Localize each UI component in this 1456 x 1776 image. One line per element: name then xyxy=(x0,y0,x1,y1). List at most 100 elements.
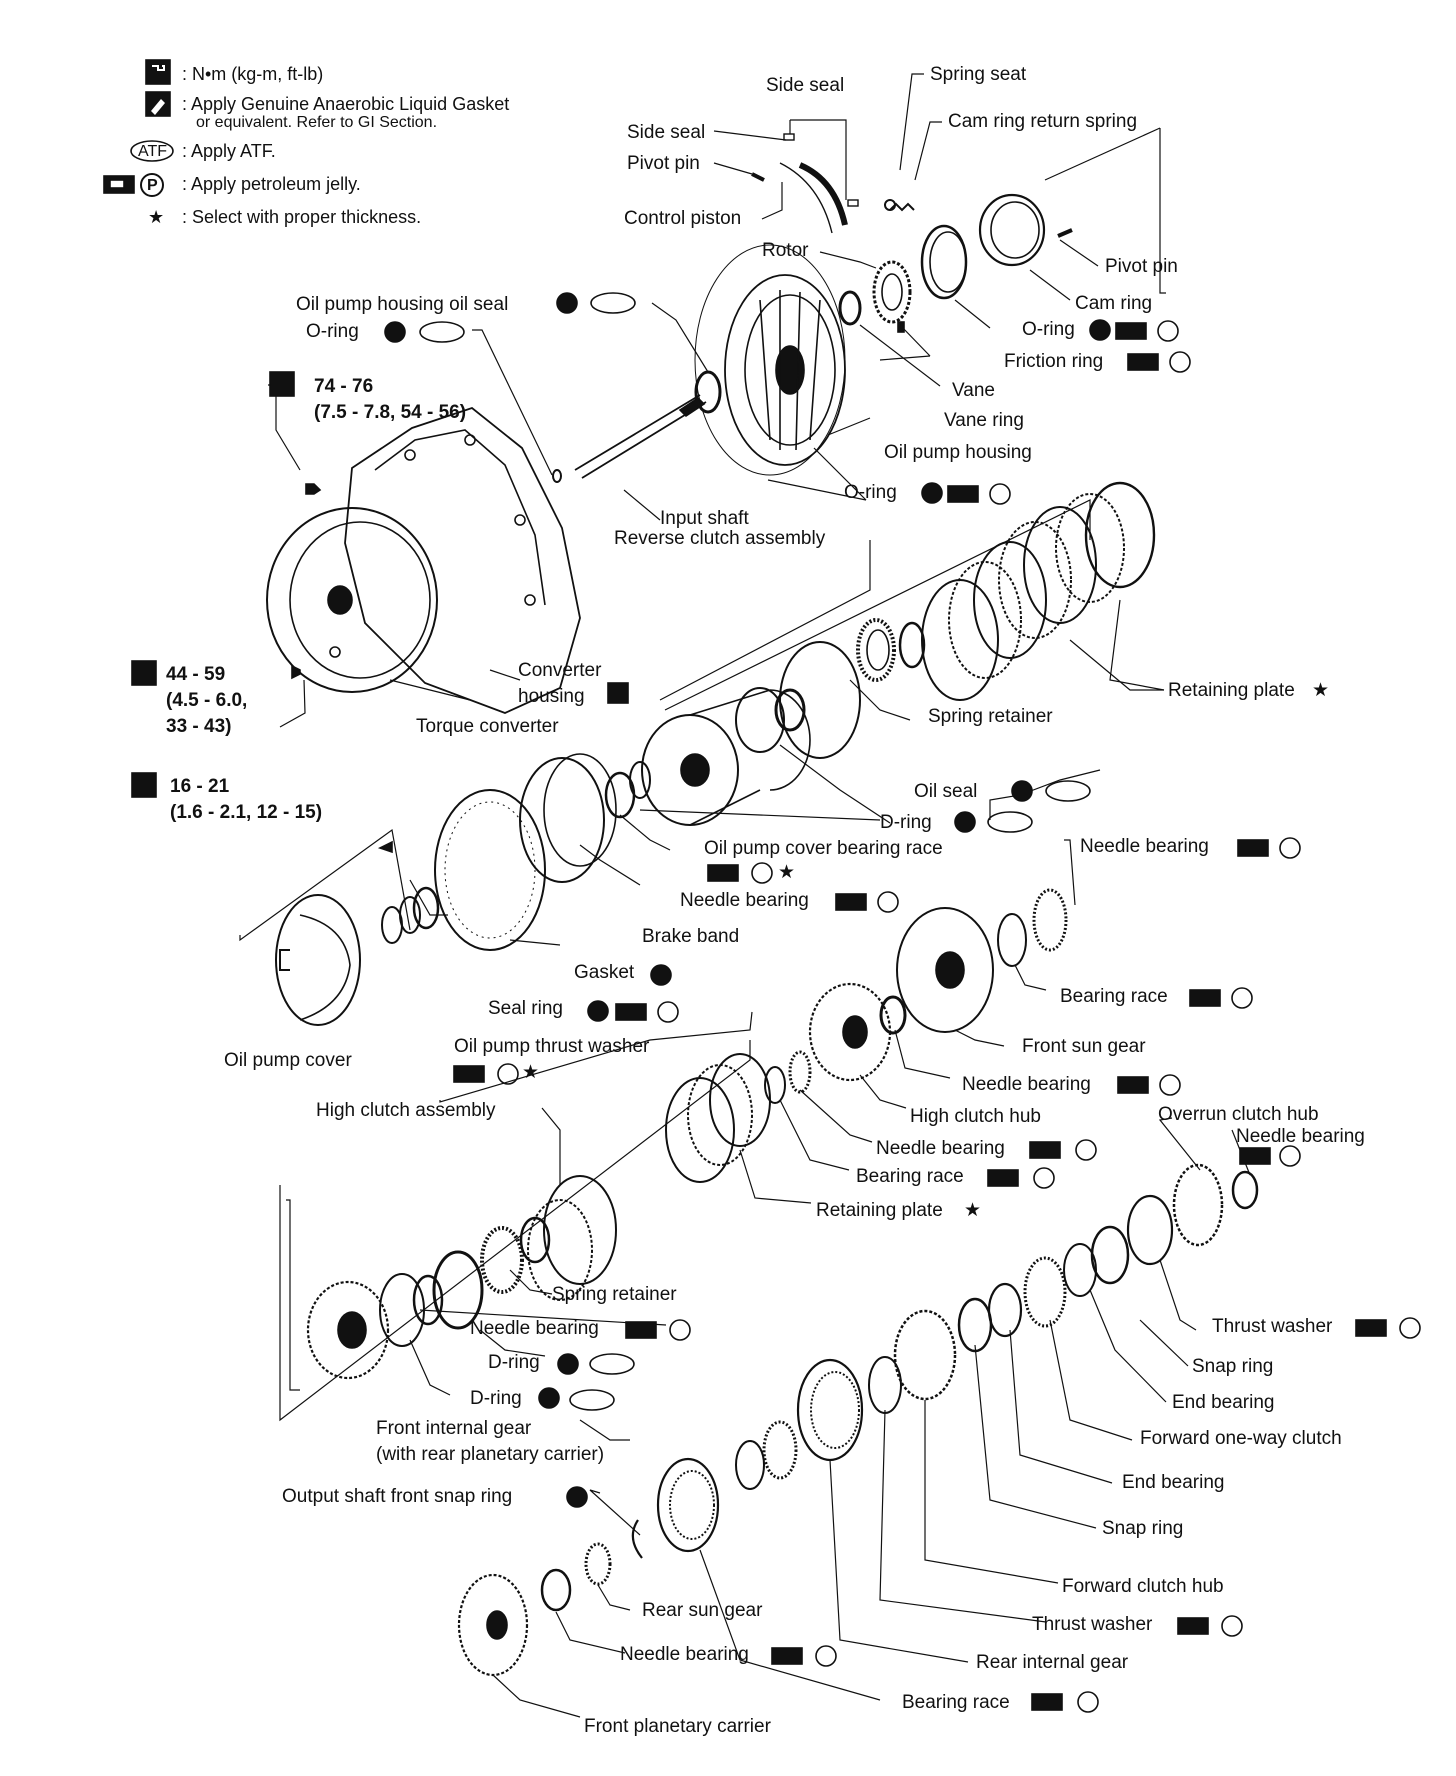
label-needle-bearing-7: Needle bearing xyxy=(620,1644,749,1665)
label-needle-bearing-2: Needle bearing xyxy=(680,890,809,911)
legend-atf-badge: ATF xyxy=(138,143,168,160)
label-bearing-race-2: Bearing race xyxy=(856,1166,964,1187)
label-d-ring-2: D-ring xyxy=(488,1352,540,1373)
cam-ring xyxy=(978,193,1046,267)
reverse-clutch-drum xyxy=(641,689,811,826)
label-end-bearing-2: End bearing xyxy=(1122,1472,1225,1493)
label-oil-pump-housing-oil-seal: Oil pump housing oil seal xyxy=(296,294,509,315)
overrun-clutch-hub xyxy=(1172,1163,1259,1247)
reverse-spring-retainer xyxy=(856,618,896,682)
label-spring-retainer-2: Spring retainer xyxy=(552,1284,677,1305)
pivot-pin-right xyxy=(1057,228,1073,238)
o-ring-friction xyxy=(920,224,968,300)
oil-pump-housing-oil-seal xyxy=(694,370,722,414)
torque-spec-1-line2: (7.5 - 7.8, 54 - 56) xyxy=(314,402,467,423)
pivot-pin-left xyxy=(751,172,765,182)
star-icon: ★ xyxy=(964,1200,982,1221)
label-oil-seal: Oil seal xyxy=(914,781,978,802)
seal-rings xyxy=(381,886,440,944)
legend-atf-text: : Apply ATF. xyxy=(182,141,276,161)
label-needle-bearing-1: Needle bearing xyxy=(1080,836,1209,857)
brake-band xyxy=(519,753,617,883)
end-bearing-rear xyxy=(1063,1243,1097,1297)
torque-spec-3-line2: (1.6 - 2.1, 12 - 15) xyxy=(170,802,323,823)
bearing-race-hub xyxy=(764,1050,812,1104)
label-needle-bearing-3: Needle bearing xyxy=(962,1074,1091,1095)
label-spring-seat: Spring seat xyxy=(930,64,1027,85)
label-forward-one-way-clutch: Forward one-way clutch xyxy=(1140,1428,1342,1449)
forward-clutch-hub xyxy=(893,1309,957,1401)
oil-pump-cover xyxy=(275,894,361,1026)
label-friction-ring: Friction ring xyxy=(1004,351,1104,372)
bearing-race-front xyxy=(997,913,1027,967)
label-rotor: Rotor xyxy=(762,240,809,261)
bearing-race-rear xyxy=(735,1420,798,1490)
label-high-clutch-hub: High clutch hub xyxy=(910,1106,1041,1127)
oil-pump-housing xyxy=(694,244,846,476)
label-forward-clutch-hub: Forward clutch hub xyxy=(1062,1576,1224,1597)
label-snap-ring-1: Snap ring xyxy=(1192,1356,1274,1377)
atf-badge-icon xyxy=(130,140,174,162)
vane-ring xyxy=(838,290,862,326)
label-brake-band: Brake band xyxy=(642,926,740,947)
output-shaft-snap-ring xyxy=(631,1519,643,1559)
label-spring-retainer-1: Spring retainer xyxy=(928,706,1053,727)
converter-bolt xyxy=(291,483,322,680)
label-oil-pump-thrust-washer: Oil pump thrust washer xyxy=(454,1036,650,1057)
label-thrust-washer-1: Thrust washer xyxy=(1212,1316,1333,1337)
label-end-bearing-1: End bearing xyxy=(1172,1392,1275,1413)
assembly-brackets xyxy=(279,499,1091,1422)
label-front-planetary-carrier: Front planetary carrier xyxy=(584,1716,771,1737)
hub-needle-bearing xyxy=(879,995,907,1035)
label-front-sun-gear: Front sun gear xyxy=(1022,1036,1146,1057)
label-front-internal-gear-1: Front internal gear xyxy=(376,1418,532,1439)
small-o-ring xyxy=(552,469,562,483)
high-clutch-drum xyxy=(306,1280,390,1380)
needle-bearing-ring xyxy=(604,761,651,819)
label-vane: Vane xyxy=(952,380,995,401)
label-o-ring-3: O-ring xyxy=(844,482,897,503)
label-retaining-plate-2: Retaining plate xyxy=(816,1200,943,1221)
label-needle-bearing-5: Needle bearing xyxy=(876,1138,1005,1159)
label-converter-housing-2: housing xyxy=(518,686,585,707)
label-o-ring-1: O-ring xyxy=(306,321,359,342)
label-high-clutch-assembly: High clutch assembly xyxy=(316,1100,496,1121)
label-bearing-race-3: Bearing race xyxy=(902,1692,1010,1713)
legend-jelly-text: : Apply petroleum jelly. xyxy=(182,174,361,194)
label-retaining-plate-1: Retaining plate xyxy=(1168,680,1295,701)
label-pivot-pin-left: Pivot pin xyxy=(627,153,700,174)
thrust-washer-rear xyxy=(1126,1194,1174,1266)
legend-select-text: : Select with proper thickness. xyxy=(182,207,422,227)
leader-lines xyxy=(239,73,1251,1718)
label-rear-sun-gear: Rear sun gear xyxy=(642,1600,763,1621)
high-clutch-plates xyxy=(527,1053,771,1301)
label-vane-ring: Vane ring xyxy=(944,410,1024,431)
liquid-gasket-icon xyxy=(145,91,171,117)
label-output-shaft-front-snap-ring: Output shaft front snap ring xyxy=(282,1486,513,1507)
label-side-seal-top: Side seal xyxy=(766,75,845,96)
side-seals xyxy=(779,133,859,234)
label-snap-ring-2: Snap ring xyxy=(1102,1518,1184,1539)
reverse-clutch-oil-seal xyxy=(779,641,861,759)
label-rear-internal-gear: Rear internal gear xyxy=(976,1652,1129,1673)
needle-bearing-planetary xyxy=(540,1568,572,1612)
star-icon: ★ xyxy=(522,1062,540,1083)
torque-spec-2-line1: 44 - 59 xyxy=(166,664,226,685)
label-cam-ring: Cam ring xyxy=(1075,293,1153,314)
input-shaft xyxy=(574,394,707,479)
label-oil-pump-cover-bearing-race: Oil pump cover bearing race xyxy=(704,838,943,859)
label-input-shaft: Input shaft xyxy=(660,508,749,529)
legend-gasket-text-1: : Apply Genuine Anaerobic Liquid Gasket xyxy=(182,94,510,114)
label-pivot-pin-right: Pivot pin xyxy=(1105,256,1178,277)
torque-wrench-icon xyxy=(145,59,171,85)
star-icon: ★ xyxy=(1312,680,1330,701)
legend-select-symbol: ★ xyxy=(148,207,165,227)
cam-ring-return-spring xyxy=(884,199,915,212)
label-torque-converter: Torque converter xyxy=(416,716,559,737)
label-oil-pump-cover: Oil pump cover xyxy=(224,1050,352,1071)
torque-spec-2-line2: (4.5 - 6.0, xyxy=(166,690,248,711)
high-clutch-hub xyxy=(808,982,892,1082)
label-side-seal: Side seal xyxy=(627,122,706,143)
